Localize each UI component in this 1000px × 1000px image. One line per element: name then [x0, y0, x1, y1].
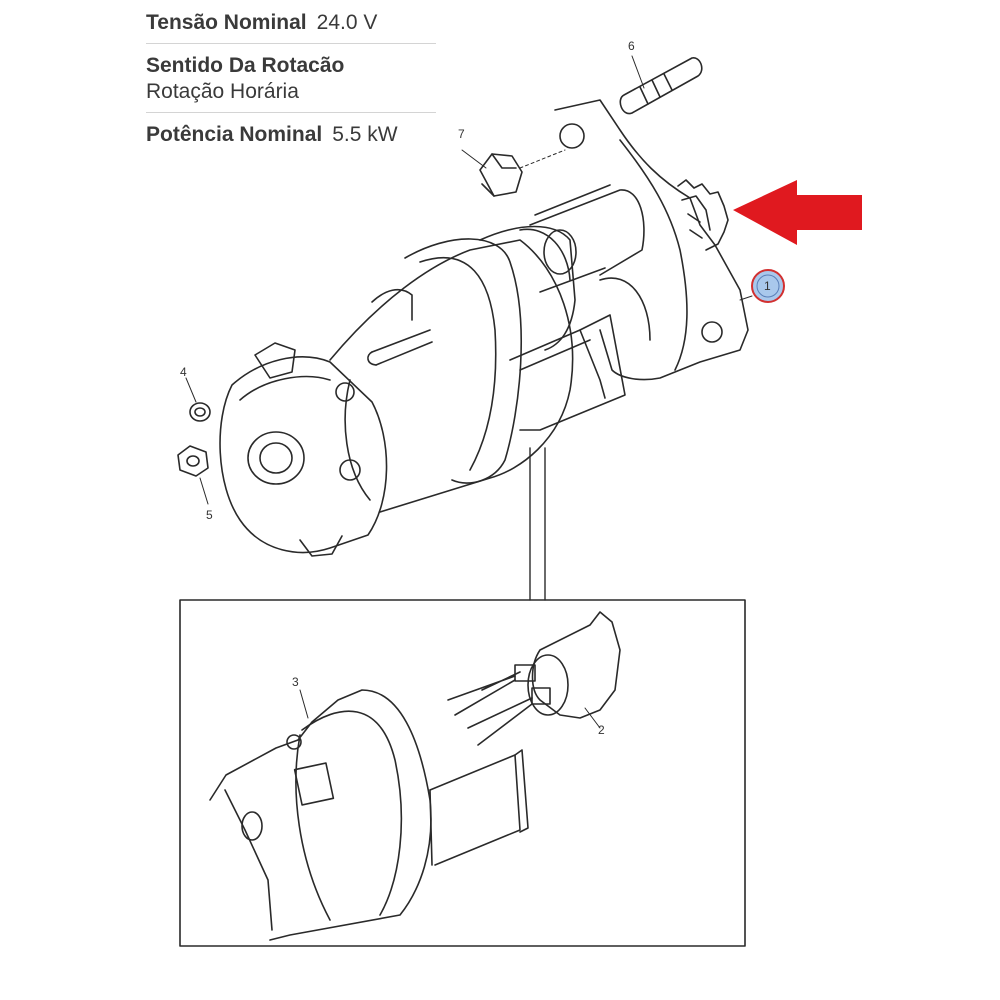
stud-6	[619, 55, 703, 115]
motor-body	[329, 238, 574, 513]
spec-direction-label: Sentido Da Rotacão	[146, 54, 345, 77]
terminal-block	[509, 314, 626, 431]
body-stud	[367, 329, 433, 366]
spec-power-value: 5.5 kW	[332, 123, 398, 146]
callout-3: 3	[292, 675, 299, 689]
callout-1: 1	[764, 279, 771, 293]
washer-4	[185, 377, 211, 422]
callout-7: 7	[458, 127, 465, 141]
callout-2: 2	[598, 723, 605, 737]
callout-1-highlight	[751, 269, 785, 303]
nut-5	[177, 445, 209, 505]
spec-divider	[146, 112, 436, 113]
callout-4: 4	[180, 365, 187, 379]
callout-5: 5	[206, 508, 213, 522]
spec-divider	[146, 43, 436, 44]
nut-7	[461, 149, 566, 197]
detail-solenoid	[429, 749, 529, 866]
detail-connector	[447, 611, 621, 746]
pinion-gear	[677, 179, 729, 251]
detail-box	[179, 599, 746, 947]
detail-motor-body	[209, 689, 432, 941]
callout-6: 6	[628, 39, 635, 53]
spec-voltage: Tensão Nominal 24.0 V	[146, 10, 436, 36]
drive-end-flange	[554, 99, 749, 381]
spec-power: Potência Nominal 5.5 kW	[146, 122, 436, 148]
rear-end-housing	[219, 342, 388, 557]
spec-direction-value: Rotação Horária	[146, 80, 299, 103]
spec-direction: Sentido Da Rotacão	[146, 53, 436, 79]
callout-3-leader	[299, 689, 309, 719]
red-arrow-indicator	[733, 180, 862, 245]
spec-voltage-value: 24.0 V	[316, 11, 378, 34]
callout-1-leader	[739, 295, 753, 301]
spec-direction-value-row: Rotação Horária	[146, 79, 436, 105]
spec-power-label: Potência Nominal	[146, 123, 323, 146]
spec-voltage-label: Tensão Nominal	[146, 11, 307, 34]
solenoid	[479, 184, 645, 351]
detail-leader	[529, 447, 546, 601]
